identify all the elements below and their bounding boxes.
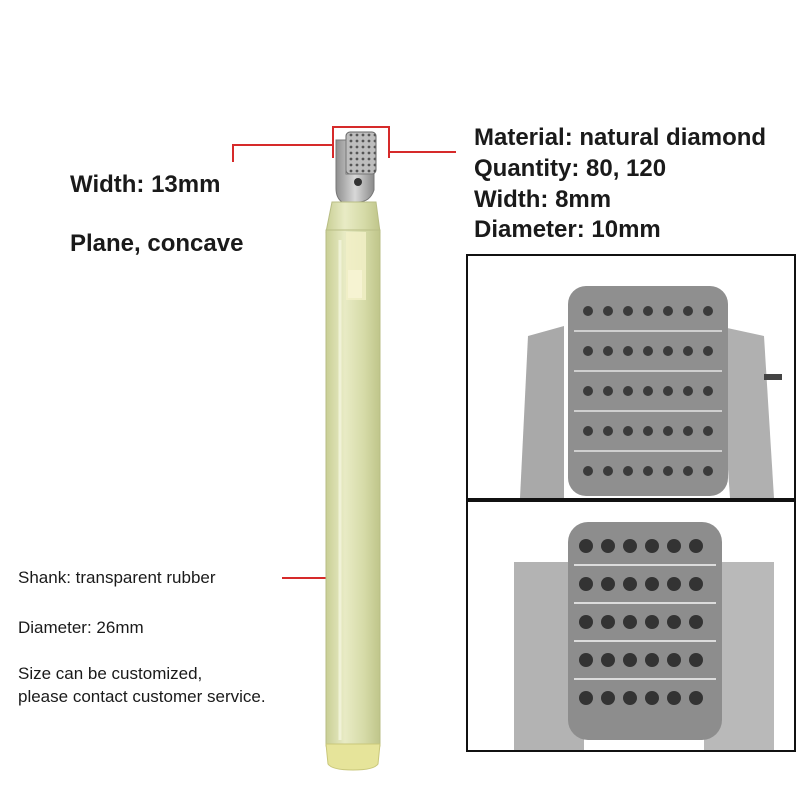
tool-illustration bbox=[325, 131, 381, 771]
width-label: Width: 13mm bbox=[70, 171, 221, 198]
handle-shank bbox=[325, 229, 381, 747]
diamond-wheel bbox=[345, 131, 377, 175]
callout-box-left bbox=[332, 126, 334, 158]
material-label: Material: natural diamond bbox=[474, 124, 767, 151]
callout-right-horizontal bbox=[388, 151, 456, 153]
profile-label: Plane, concave bbox=[70, 230, 244, 257]
wheel-closeup-bottom bbox=[468, 502, 794, 750]
holder-screw-icon bbox=[354, 178, 362, 186]
callout-left-vertical bbox=[232, 144, 234, 162]
note-line-2: please contact customer service. bbox=[18, 687, 266, 706]
wheel-width-label: Width: 8mm bbox=[474, 186, 612, 213]
wheel-diameter-label: Diameter: 10mm bbox=[474, 216, 661, 243]
handle-bottom bbox=[325, 743, 381, 771]
quantity-label: Quantity: 80, 120 bbox=[474, 155, 667, 182]
wheel-closeup-top bbox=[468, 256, 794, 498]
callout-box-right bbox=[388, 126, 390, 158]
callout-box-top bbox=[332, 126, 390, 128]
handle-insert-inner bbox=[348, 270, 362, 298]
callout-left-horizontal bbox=[232, 144, 332, 146]
shank-diameter-label: Diameter: 26mm bbox=[18, 618, 144, 637]
callout-shank bbox=[282, 577, 358, 579]
closeup-panel-bottom bbox=[466, 500, 796, 752]
note-line-1: Size can be customized, bbox=[18, 664, 203, 683]
closeup-panel-top bbox=[466, 254, 796, 500]
shank-label: Shank: transparent rubber bbox=[18, 568, 216, 587]
handle-top bbox=[325, 201, 381, 233]
